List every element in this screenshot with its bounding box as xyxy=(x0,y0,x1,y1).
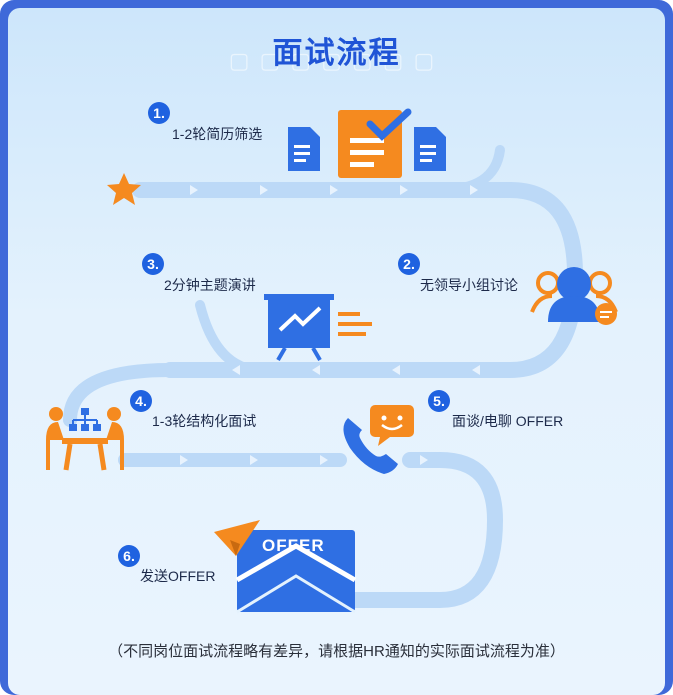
chevron xyxy=(330,185,338,195)
step-4-number: 4. xyxy=(130,390,152,412)
chevron xyxy=(250,455,258,465)
page-title: 面试流程 xyxy=(272,36,401,71)
paper-plane-icon xyxy=(214,520,260,556)
chevron xyxy=(420,455,428,465)
step-1-number: 1. xyxy=(148,102,170,124)
chat-bubble-icon xyxy=(370,405,414,446)
document-icon-left xyxy=(288,127,320,171)
chevron xyxy=(392,365,400,375)
step-2-label: 无领导小组讨论 xyxy=(420,277,518,293)
chevron xyxy=(232,365,240,375)
step-2-number: 2. xyxy=(398,253,420,275)
title-decoration: ▢▢▢▢▢▢▢ xyxy=(228,48,445,73)
chevron xyxy=(180,455,188,465)
checked-document-icon xyxy=(338,108,412,178)
step-4-label: 1-3轮结构化面试 xyxy=(152,413,257,429)
presentation-board-icon xyxy=(264,294,372,362)
step-6-label: 发送OFFER xyxy=(140,568,216,584)
document-icon-right xyxy=(414,127,446,171)
road-curve-top xyxy=(435,145,505,195)
star-icon xyxy=(107,173,141,205)
chevron xyxy=(260,185,268,195)
chevron xyxy=(472,365,480,375)
road-curve-mid xyxy=(195,300,260,375)
envelope-icon xyxy=(235,530,357,614)
meeting-table-icon xyxy=(46,407,124,471)
phone-icon xyxy=(343,418,398,474)
step-3-number: 3. xyxy=(142,253,164,275)
road-bend-left xyxy=(63,363,177,427)
chevron xyxy=(190,185,198,195)
chevron xyxy=(320,455,328,465)
footer-note: （不同岗位面试流程略有差异，请根据HR通知的实际面试流程为准） xyxy=(108,643,565,660)
step-5-number: 5. xyxy=(428,390,450,412)
chevron xyxy=(312,365,320,375)
step-5-label: 面谈/电聊 OFFER xyxy=(452,413,564,429)
step-1-label: 1-2轮简历筛选 xyxy=(172,126,263,142)
chevron xyxy=(400,185,408,195)
step-3-label: 2分钟主题演讲 xyxy=(164,277,256,293)
envelope-offer-text: OFFER xyxy=(262,536,325,555)
step-6-number: 6. xyxy=(118,545,140,567)
road-segment-3b xyxy=(342,452,504,608)
group-users-icon xyxy=(530,267,618,325)
chevron xyxy=(470,185,478,195)
